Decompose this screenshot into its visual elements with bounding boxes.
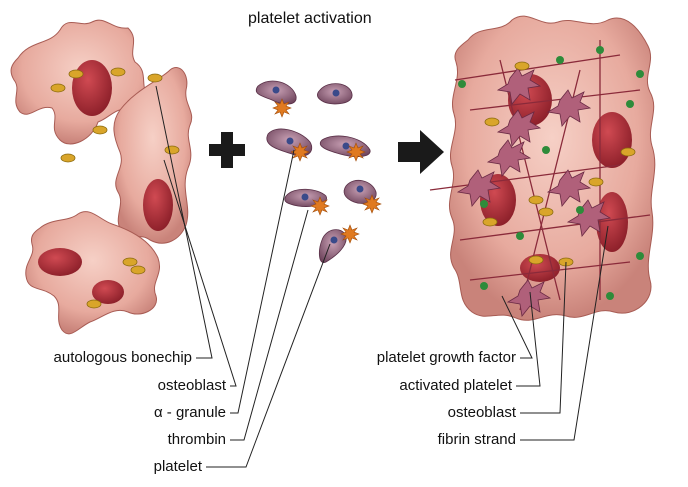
label-osteoblast-right: osteoblast [300, 404, 516, 422]
growth-factor [458, 80, 466, 88]
osteoblast-nucleus [143, 179, 173, 231]
osteoblast-granule [485, 118, 499, 126]
osteoblast-granule [515, 62, 529, 70]
activated-cluster [430, 16, 655, 320]
label-activated-platelet: activated platelet [300, 377, 512, 395]
osteoblast-granule [529, 256, 543, 264]
osteoblast-granule [51, 84, 65, 92]
label-fibrin-strand: fibrin strand [300, 431, 516, 449]
osteoblast-granule [483, 218, 497, 226]
label-thrombin: thrombin [0, 431, 226, 449]
osteoblast-granule [539, 208, 553, 216]
osteoblast-nucleus [72, 60, 112, 116]
growth-factor [542, 146, 550, 154]
label-osteoblast-left: osteoblast [0, 377, 226, 395]
osteoblast-granule [148, 74, 162, 82]
diagram-title: platelet activation [248, 10, 408, 28]
growth-factor [636, 70, 644, 78]
osteoblast-granule [165, 146, 179, 154]
label-platelet: platelet [0, 458, 202, 476]
platelet [317, 84, 352, 104]
osteoblast-granule [93, 126, 107, 134]
osteoblast-nucleus [592, 112, 632, 168]
label-platelet-growth-factor: platelet growth factor [300, 349, 516, 367]
osteoblast-nucleus [38, 248, 82, 276]
label-alpha-granule: α - granule [0, 404, 226, 422]
platelet [256, 81, 296, 104]
growth-factor [576, 206, 584, 214]
growth-factor [480, 200, 488, 208]
osteoblast-granule [621, 148, 635, 156]
growth-factor [516, 232, 524, 240]
osteoblast-granule [111, 68, 125, 76]
growth-factor [626, 100, 634, 108]
growth-factor [480, 282, 488, 290]
osteoblast-granule [61, 154, 75, 162]
growth-factor [606, 292, 614, 300]
osteoblast-granule [589, 178, 603, 186]
bone-chip-group-left [11, 20, 192, 334]
growth-factor [636, 252, 644, 260]
growth-factor [596, 46, 604, 54]
arrow-right-icon [398, 130, 444, 174]
growth-factor [556, 56, 564, 64]
osteoblast-granule [529, 196, 543, 204]
plus-icon [209, 132, 245, 168]
label-autologous-bonechip: autologous bonechip [0, 349, 192, 367]
osteoblast-granule [123, 258, 137, 266]
platelet-group [256, 81, 381, 263]
osteoblast-granule [69, 70, 83, 78]
osteoblast-granule [131, 266, 145, 274]
osteoblast-granule [87, 300, 101, 308]
